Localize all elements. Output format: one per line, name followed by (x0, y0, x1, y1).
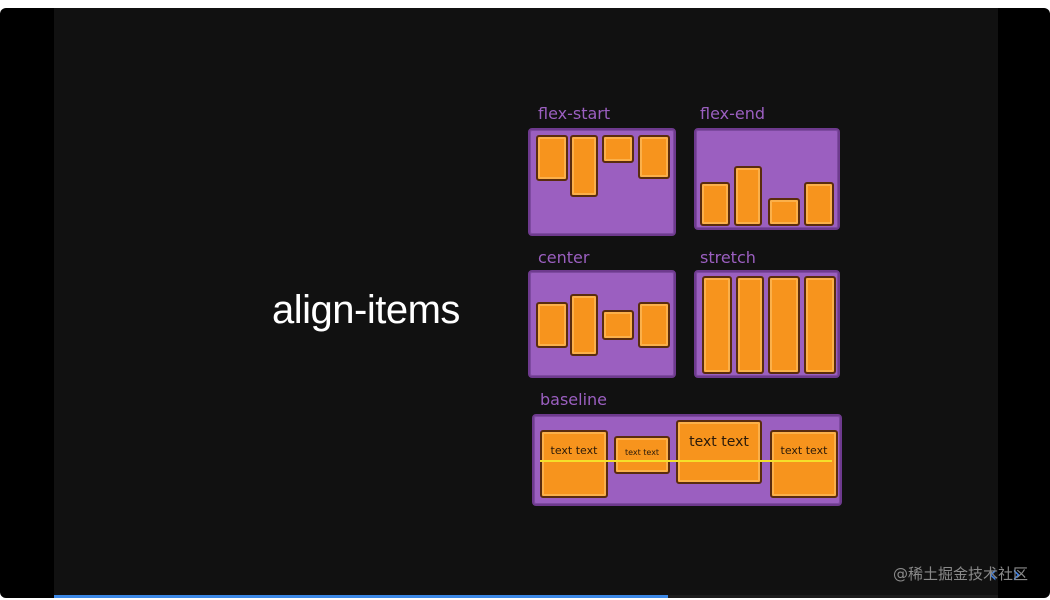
label-center: center (538, 248, 590, 267)
slide: align-items flex-start flex-end center s… (54, 8, 1021, 598)
baseline-item-text: text text (624, 448, 660, 457)
box (536, 135, 568, 181)
box (570, 294, 598, 356)
box (702, 276, 732, 374)
panel-stretch (694, 270, 840, 378)
box (638, 302, 670, 348)
watermark: @稀土掘金技术社区 (892, 565, 1028, 583)
box (734, 166, 762, 226)
baseline-line (540, 460, 832, 462)
panel-center (528, 270, 676, 378)
box (570, 135, 598, 197)
slide-title: align-items (272, 288, 460, 332)
next-slide-icon[interactable]: › (1011, 560, 1036, 588)
label-flex-end: flex-end (700, 104, 766, 123)
box (768, 198, 800, 226)
box (638, 135, 670, 179)
baseline-item: text text (676, 420, 762, 484)
box (602, 135, 634, 163)
progress-fill (54, 595, 668, 598)
baseline-item: text text (540, 430, 608, 498)
baseline-item: text text (614, 436, 670, 474)
box (736, 276, 764, 374)
box (602, 310, 634, 340)
label-stretch: stretch (700, 248, 756, 267)
panel-baseline: text text text text text text text text (532, 414, 842, 506)
label-baseline: baseline (540, 390, 608, 409)
baseline-item-text: text text (780, 444, 828, 457)
box (536, 302, 568, 348)
box (768, 276, 800, 374)
slide-viewer: align-items flex-start flex-end center s… (0, 8, 1050, 598)
slide-nav: ‹› (988, 560, 1035, 588)
baseline-item: text text (770, 430, 838, 498)
panel-flex-end (694, 128, 840, 230)
baseline-item-text: text text (689, 434, 749, 450)
progress-bar[interactable] (54, 595, 998, 598)
box (804, 276, 836, 374)
label-flex-start: flex-start (538, 104, 611, 123)
panel-flex-start (528, 128, 676, 236)
box (804, 182, 834, 226)
prev-slide-icon[interactable]: ‹ (988, 560, 1012, 588)
box (700, 182, 730, 226)
baseline-item-text: text text (550, 444, 598, 457)
